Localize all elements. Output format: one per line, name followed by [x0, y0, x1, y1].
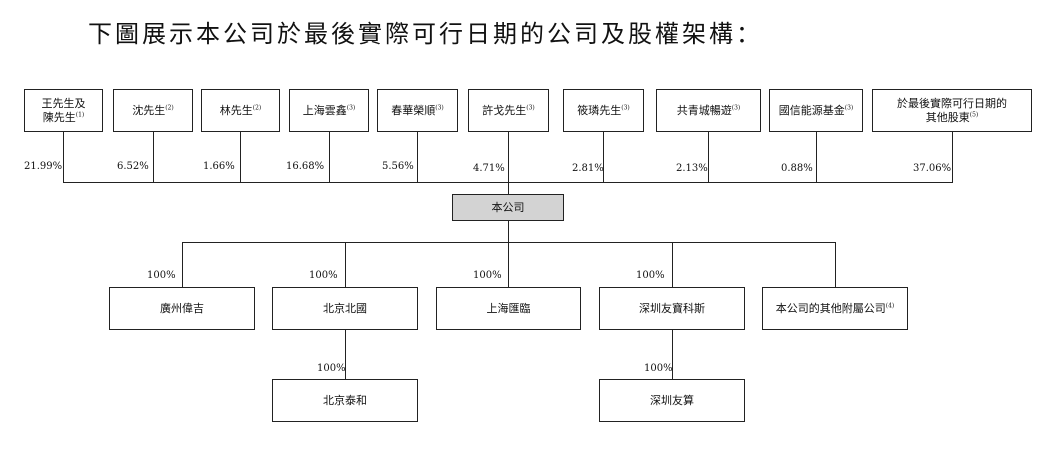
footnote-marker: (5): [969, 110, 979, 118]
connector-line: [182, 242, 183, 287]
shareholder-label: 林先生: [219, 103, 253, 117]
shareholder-box-lin: 林先生(2): [201, 89, 280, 132]
connector-line: [952, 132, 953, 182]
shareholding-percentage: 1.66%: [203, 161, 235, 172]
subsidiary-label: 上海匯臨: [486, 301, 531, 315]
shareholder-label: 上海雲鑫: [302, 103, 347, 117]
subsidiary-label: 北京泰和: [323, 393, 367, 407]
shareholder-box-wang-chen: 王先生及陳先生(1): [24, 89, 103, 132]
page-title: 下圖展示本公司於最後實際可行日期的公司及股權架構：: [88, 20, 763, 48]
footnote-marker: (3): [844, 103, 854, 111]
subsidiary-box-other-subsidiaries: 本公司的其他附屬公司(4): [762, 287, 908, 330]
connector-line: [835, 242, 836, 287]
shareholder-box-chunhua-rongshun: 春華榮順(3): [377, 89, 458, 132]
footnote-marker: (3): [346, 103, 356, 111]
ownership-percentage: 100%: [317, 363, 346, 374]
connector-line: [816, 132, 817, 182]
ownership-percentage: 100%: [644, 363, 673, 374]
shareholding-percentage: 16.68%: [286, 161, 325, 172]
shareholding-percentage: 5.56%: [382, 161, 414, 172]
shareholder-label: 筱璘先生: [577, 103, 622, 117]
shareholder-label: 共青城暢遊: [676, 103, 732, 117]
shareholder-label: 王先生及: [41, 96, 86, 110]
connector-line: [345, 242, 346, 287]
connector-line: [603, 132, 604, 182]
footnote-marker: (4): [885, 301, 895, 309]
connector-line: [345, 330, 346, 379]
shareholder-box-gongqingcheng: 共青城暢遊(3): [656, 89, 761, 132]
footnote-marker: (2): [252, 103, 262, 111]
subsidiary-box-shanghai-huilin: 上海匯臨: [436, 287, 581, 330]
shareholding-percentage: 0.88%: [781, 163, 813, 174]
shareholder-label: 沈先生: [132, 103, 166, 117]
shareholder-box-other-shareholders: 於最後實際可行日期的其他股東(5): [872, 89, 1032, 132]
shareholding-percentage: 4.71%: [473, 163, 505, 174]
subsidiary-label: 北京北國: [323, 301, 367, 315]
connector-line: [708, 132, 709, 182]
connector-line: [329, 132, 330, 182]
connector-line: [182, 242, 836, 243]
shareholder-label-line2: 陳先生: [42, 110, 76, 124]
shareholder-box-guoxin-fund: 國信能源基金(3): [769, 89, 863, 132]
shareholder-box-xu-ge: 許戈先生(3): [468, 89, 549, 132]
shareholding-percentage: 21.99%: [24, 161, 63, 172]
shareholder-label: 於最後實際可行日期的: [897, 96, 1007, 110]
connector-line: [63, 182, 953, 183]
footnote-marker: (3): [435, 103, 444, 111]
subsidiary-box-shenzhen-yousuan: 深圳友算: [599, 379, 745, 422]
subsidiary-label: 本公司的其他附屬公司: [775, 301, 886, 315]
subsidiary-box-beijing-beiguo: 北京北國: [272, 287, 418, 330]
footnote-marker: (1): [75, 110, 85, 118]
subsidiary-box-beijing-taihe: 北京泰和: [272, 379, 418, 422]
shareholding-percentage: 37.06%: [913, 163, 952, 174]
footnote-marker: (3): [526, 103, 535, 111]
connector-line: [417, 132, 418, 182]
connector-line: [153, 132, 154, 182]
company-box: 本公司: [452, 194, 564, 221]
connector-line: [63, 132, 64, 182]
ownership-percentage: 100%: [636, 270, 665, 281]
shareholding-percentage: 2.81%: [572, 163, 604, 174]
ownership-percentage: 100%: [147, 270, 176, 281]
shareholder-label: 春華榮順: [391, 103, 436, 117]
shareholder-box-shen: 沈先生(2): [113, 89, 193, 132]
shareholder-box-xiao-lin: 筱璘先生(3): [563, 89, 644, 132]
subsidiary-box-shenzhen-youbao-kesi: 深圳友寶科斯: [599, 287, 745, 330]
shareholder-label: 國信能源基金: [778, 103, 845, 117]
connector-line: [508, 221, 509, 287]
ownership-percentage: 100%: [309, 270, 338, 281]
shareholder-label: 許戈先生: [482, 103, 527, 117]
ownership-percentage: 100%: [473, 270, 502, 281]
subsidiary-box-guangzhou-weiji: 廣州偉吉: [109, 287, 255, 330]
shareholder-label-line2: 其他股東: [925, 110, 970, 124]
connector-line: [240, 132, 241, 182]
connector-line: [672, 242, 673, 287]
subsidiary-label: 深圳友算: [650, 393, 694, 407]
shareholding-percentage: 6.52%: [117, 161, 149, 172]
footnote-marker: (2): [165, 103, 174, 111]
footnote-marker: (3): [621, 103, 630, 111]
shareholder-box-shanghai-yunxin: 上海雲鑫(3): [289, 89, 369, 132]
subsidiary-label: 深圳友寶科斯: [639, 301, 705, 315]
company-label: 本公司: [491, 200, 525, 214]
footnote-marker: (3): [731, 103, 741, 111]
shareholding-percentage: 2.13%: [676, 163, 708, 174]
subsidiary-label: 廣州偉吉: [160, 301, 204, 315]
connector-line: [672, 330, 673, 379]
connector-line: [508, 132, 509, 194]
